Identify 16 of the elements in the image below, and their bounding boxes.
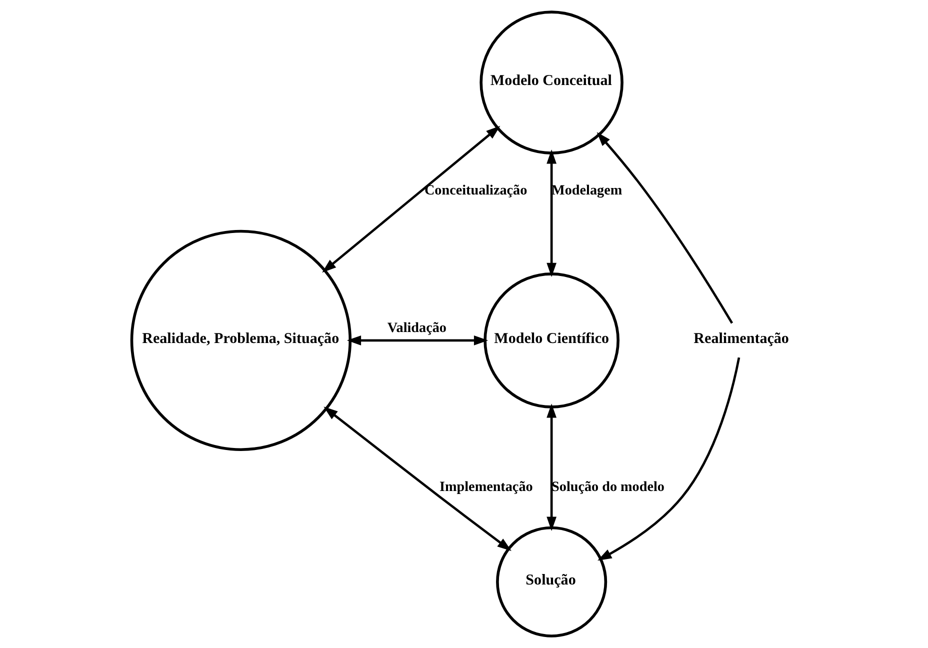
arrow [346, 335, 488, 346]
node-circle: Realidade, Problema, Situação [130, 230, 352, 452]
edge-label: Validação [386, 320, 446, 336]
arrow [546, 150, 556, 277]
arrow [322, 126, 500, 273]
arrow [597, 357, 740, 561]
edge-label: Solução do modelo [551, 479, 664, 496]
node-circle: Modelo Científico [483, 272, 619, 408]
edge-label: Implementação [439, 479, 532, 496]
arrow [323, 406, 511, 552]
edge-label: Modelagem [551, 182, 622, 199]
edge-label: Conceitualização [424, 182, 527, 199]
node-circle: Modelo Conceitual [479, 10, 623, 154]
arrow [596, 132, 733, 324]
node-text: Realimentação [693, 331, 788, 348]
arrow [546, 404, 556, 531]
